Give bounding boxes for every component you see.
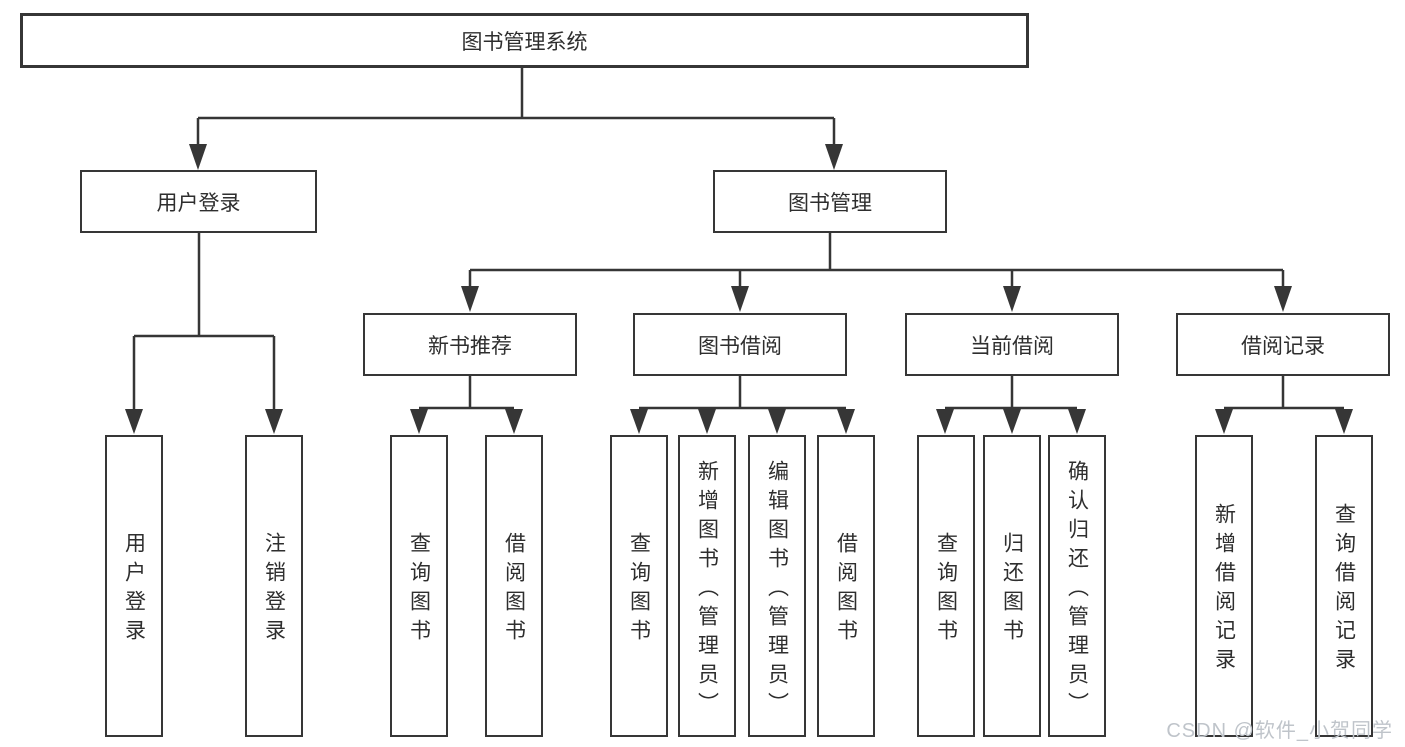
node-label: 编辑图书（管理员） [765,459,789,721]
node-label: 归还图书 [1000,532,1024,648]
watermark: CSDN @软件_小贺同学 [1166,720,1393,742]
node-current-borrow: 当前借阅 [905,313,1119,376]
node-label: 图书借阅 [698,334,782,358]
node-label: 借阅图书 [834,532,858,648]
node-label: 借阅记录 [1241,334,1325,358]
node-label: 新增图书（管理员） [695,459,719,721]
leaf-add-borrow-record: 新增借阅记录 [1195,435,1253,737]
leaf-query-borrow-record: 查询借阅记录 [1315,435,1373,737]
leaf-logout: 注销登录 [245,435,303,737]
node-user-login: 用户登录 [80,170,317,233]
node-label: 查询图书 [627,532,651,648]
node-label: 用户登录 [156,191,241,215]
node-label: 确认归还（管理员） [1065,459,1089,721]
leaf-user-login: 用户登录 [105,435,163,737]
leaf-edit-book-admin: 编辑图书（管理员） [748,435,806,737]
node-book-borrow: 图书借阅 [633,313,847,376]
node-new-book-recommend: 新书推荐 [363,313,577,376]
node-root-system: 图书管理系统 [20,13,1029,68]
node-label: 借阅图书 [502,532,526,648]
node-label: 查询借阅记录 [1332,503,1356,677]
node-label: 图书管理系统 [461,30,588,54]
node-label: 查询图书 [934,532,958,648]
leaf-borrow-books: 借阅图书 [817,435,875,737]
node-borrow-records: 借阅记录 [1176,313,1390,376]
arrowhead-icons [125,144,1353,434]
node-label: 注销登录 [262,532,286,648]
leaf-query-books-recommend: 查询图书 [390,435,448,737]
node-book-management: 图书管理 [713,170,947,233]
node-label: 用户登录 [122,532,146,648]
node-label: 查询图书 [407,532,431,648]
node-label: 新增借阅记录 [1212,503,1236,677]
node-label: 当前借阅 [970,334,1054,358]
leaf-borrow-books-recommend: 借阅图书 [485,435,543,737]
leaf-add-book-admin: 新增图书（管理员） [678,435,736,737]
leaf-return-book: 归还图书 [983,435,1041,737]
leaf-confirm-return-admin: 确认归还（管理员） [1048,435,1106,737]
leaf-query-books-current: 查询图书 [917,435,975,737]
node-label: 图书管理 [788,191,872,215]
node-label: 新书推荐 [428,334,512,358]
leaf-query-books-borrow: 查询图书 [610,435,668,737]
